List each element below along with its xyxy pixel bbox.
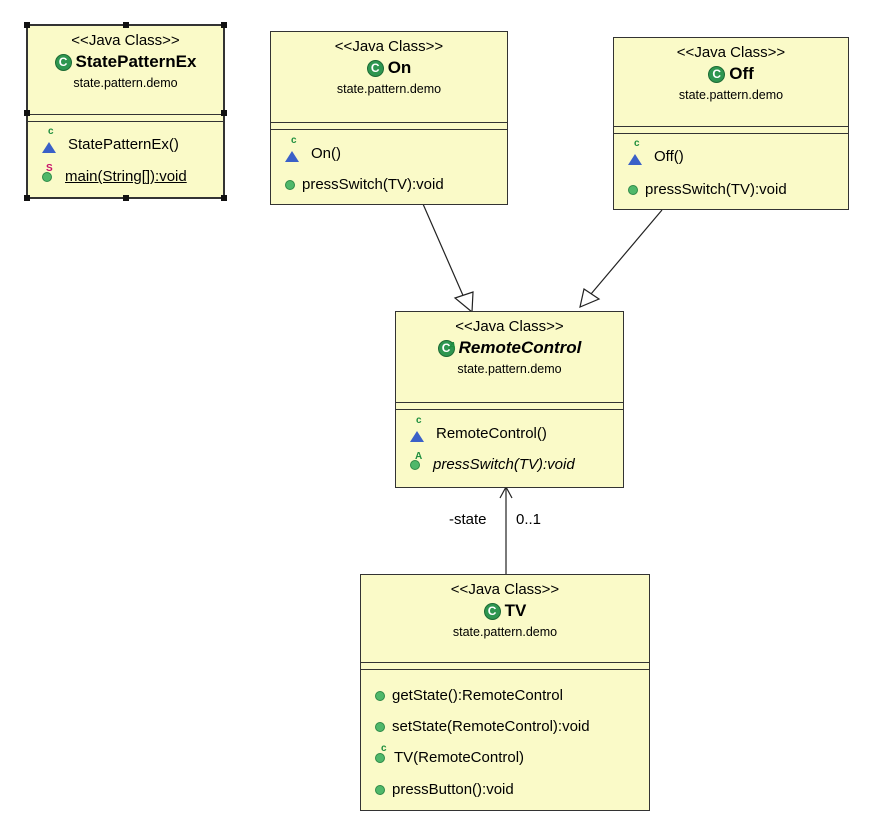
association-multiplicity-label: 0..1 [516, 511, 542, 528]
public-method-icon [285, 179, 295, 190]
operation[interactable]: getState():RemoteControl [375, 687, 563, 704]
operation[interactable]: pressSwitch(TV):void [285, 176, 444, 193]
abstract-class-icon: C [437, 339, 455, 357]
divider [28, 121, 223, 122]
class-box-off[interactable]: <<Java Class>> C Off state.pattern.demo … [613, 37, 849, 210]
operation-text: pressSwitch(TV):void [645, 181, 787, 198]
stereotype-label: <<Java Class>> [334, 38, 444, 55]
public-method-icon [375, 721, 385, 732]
constructor-icon [42, 142, 56, 153]
class-box-statepatternex[interactable]: <<Java Class>> C StatePatternEx state.pa… [24, 22, 227, 201]
resize-handle[interactable] [221, 22, 227, 28]
stereotype-label: <<Java Class>> [450, 581, 560, 598]
generalization-on-arrowhead [453, 291, 474, 314]
class-name: C On [271, 56, 507, 80]
operation-text: On() [311, 145, 341, 162]
divider [271, 129, 507, 130]
public-method-icon [628, 184, 638, 195]
class-name-text: RemoteControl [458, 338, 582, 357]
divider [614, 133, 848, 134]
resize-handle[interactable] [221, 110, 227, 116]
operation-text: pressSwitch(TV):void [433, 456, 575, 473]
constructor-icon [285, 151, 299, 162]
resize-handle[interactable] [221, 195, 227, 201]
stereotype-label: <<Java Class>> [455, 318, 564, 335]
resize-handle[interactable] [24, 195, 30, 201]
class-box-tv[interactable]: <<Java Class>> C TV state.pattern.demo g… [360, 574, 650, 811]
class-name: C A RemoteControl [396, 336, 623, 360]
operation-text: getState():RemoteControl [392, 687, 563, 704]
class-name-text: Off [729, 64, 754, 83]
divider [361, 669, 649, 670]
public-method-icon [42, 171, 52, 182]
constructor-icon [410, 431, 424, 442]
public-method-icon [375, 690, 385, 701]
operation-text: pressButton():void [392, 781, 514, 798]
package-label: state.pattern.demo [452, 625, 558, 639]
class-name: C Off [614, 62, 848, 86]
resize-handle[interactable] [24, 22, 30, 28]
divider [396, 402, 623, 403]
operation[interactable]: c StatePatternEx() [42, 126, 179, 153]
association-role-label: -state [449, 511, 487, 528]
generalization-on-line [422, 203, 466, 301]
abstract-method-icon [410, 459, 420, 470]
operation-text: main(String[]):void [65, 168, 187, 185]
class-box-on[interactable]: <<Java Class>> C On state.pattern.demo c… [270, 31, 508, 205]
resize-handle[interactable] [123, 22, 129, 28]
operation[interactable]: c RemoteControl() [410, 415, 547, 442]
class-name-text: StatePatternEx [75, 52, 197, 71]
divider [614, 126, 848, 127]
stereotype-label: <<Java Class>> [71, 32, 180, 49]
resize-handle[interactable] [123, 195, 129, 201]
operation-text: pressSwitch(TV):void [302, 176, 444, 193]
operation[interactable]: A pressSwitch(TV):void [410, 451, 575, 473]
package-label: state.pattern.demo [73, 76, 178, 90]
class-icon: C [708, 65, 726, 83]
package-label: state.pattern.demo [457, 362, 562, 376]
divider [271, 122, 507, 123]
public-method-icon [375, 784, 385, 795]
operation[interactable]: pressSwitch(TV):void [628, 181, 787, 198]
operation-text: TV(RemoteControl) [394, 749, 525, 766]
operation[interactable]: c Off() [628, 138, 684, 165]
class-name: C StatePatternEx [28, 50, 223, 74]
class-name: C TV [361, 599, 649, 623]
class-name-text: On [387, 58, 412, 77]
operation[interactable]: pressButton():void [375, 781, 514, 798]
operation[interactable]: c TV(RemoteControl) [375, 743, 525, 766]
constructor-icon [375, 752, 385, 763]
operation[interactable]: S main(String[]):void [42, 163, 187, 185]
stereotype-label: <<Java Class>> [676, 44, 786, 61]
package-label: state.pattern.demo [336, 82, 442, 96]
operation[interactable]: setState(RemoteControl):void [375, 718, 590, 735]
operation-text: StatePatternEx() [68, 136, 179, 153]
divider [396, 409, 623, 410]
divider [361, 662, 649, 663]
class-box-remotecontrol[interactable]: <<Java Class>> C A RemoteControl state.p… [395, 311, 624, 488]
operation-text: setState(RemoteControl):void [392, 718, 590, 735]
class-name-text: TV [504, 601, 527, 620]
operation-text: Off() [654, 148, 684, 165]
class-icon: C [483, 602, 501, 620]
generalization-off-line [590, 209, 663, 295]
constructor-icon [628, 154, 642, 165]
package-label: state.pattern.demo [678, 88, 784, 102]
generalization-off-arrowhead [579, 288, 601, 309]
divider [28, 114, 223, 115]
operation-text: RemoteControl() [436, 425, 547, 442]
resize-handle[interactable] [24, 110, 30, 116]
class-icon: C [366, 59, 384, 77]
operation[interactable]: c On() [285, 135, 341, 162]
class-icon: C [54, 53, 72, 71]
